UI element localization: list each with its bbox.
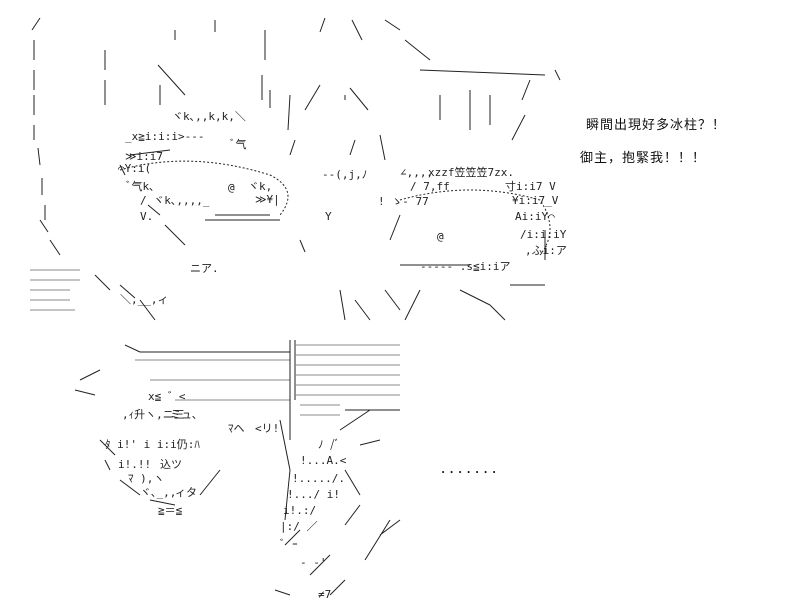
svg-text:<リ!: <リ! xyxy=(255,422,279,435)
svg-text:ヾk,: ヾk, xyxy=(248,180,272,193)
svg-text:ﾉ /ﾞ: ﾉ /ﾞ xyxy=(318,438,340,451)
svg-text:ヾ､_,,: ヾ､_,, xyxy=(140,486,176,499)
svg-text:- -': - -' xyxy=(300,556,327,569)
svg-text:|:/ ／: |:/ ／ xyxy=(280,520,318,533)
svg-text:x≦ ゛<: x≦ ゛< xyxy=(148,390,186,403)
svg-text:ニア.: ニア. xyxy=(190,262,219,275)
svg-text:ﾀ i!' i i:i仍:ﾊ: ﾀ i!' i i:i仍:ﾊ xyxy=(105,438,200,451)
svg-text:/ ヾk､,,,,_: / ヾk､,,,,_ xyxy=(140,194,210,207)
svg-text:! ゝ- 77: ! ゝ- 77 xyxy=(378,195,429,208)
svg-text:V.: V. xyxy=(140,210,153,223)
svg-text:i!.!!: i!.!! xyxy=(118,458,151,471)
svg-text:ミュ､: ミュ､ xyxy=(170,408,198,421)
svg-text:ﾞ气: ﾞ气 xyxy=(230,137,247,151)
svg-text:≫¥|: ≫¥| xyxy=(255,193,280,206)
svg-text:--(,j,ﾉ: --(,j,ﾉ xyxy=(322,168,367,181)
svg-text:ﾏヘ: ﾏヘ xyxy=(228,422,245,435)
svg-text:i!.:/: i!.:/ xyxy=(283,504,316,517)
svg-text:,ｨ升ヽ,ニ三: ,ｨ升ヽ,ニ三 xyxy=(122,408,185,421)
svg-text:----- .s≦i:iア: ----- .s≦i:iア xyxy=(420,260,510,273)
svg-text:ヾk､,,k,k,＼: ヾk､,,k,k,＼ xyxy=(172,110,246,123)
svg-text:Ai:iY⌒: Ai:iY⌒ xyxy=(515,210,555,223)
svg-text:Y: Y xyxy=(325,210,332,223)
art-snippet-5: ≧＝≦ xyxy=(158,504,183,517)
svg-text:∠,,,,: ∠,,,, xyxy=(400,166,433,179)
svg-text:ﾏ ),ヽ: ﾏ ),ヽ xyxy=(128,472,164,485)
svg-text:ﾞ气k､: ﾞ气k､ xyxy=(126,179,155,193)
ellipsis-dots: ．．．．．．． xyxy=(440,462,507,477)
svg-text:/ 7,ff: / 7,ff xyxy=(410,180,450,193)
caption-line-1: 瞬間出現好多冰柱？！ xyxy=(586,118,727,133)
left-eye-marker: @ xyxy=(228,181,235,194)
svg-text:＼,__,ィ: ＼,__,ィ xyxy=(120,293,169,306)
right-eye-marker: @ xyxy=(437,230,444,243)
svg-text:!...../.: !...../. xyxy=(292,472,345,485)
svg-text:¥i:i7_V: ¥i:i7_V xyxy=(512,194,559,207)
svg-text:!...A.<: !...A.< xyxy=(300,454,347,467)
art-snippet-4: ≠7 xyxy=(318,588,331,601)
svg-text:ﾞ ｰ: ﾞ ｰ xyxy=(280,538,298,551)
svg-text:≫i:i7: ≫i:i7 xyxy=(125,150,163,163)
svg-text:,ふi:ア: ,ふi:ア xyxy=(525,244,567,257)
svg-text:!.../ i!: !.../ i! xyxy=(287,488,340,501)
svg-text:ィタ: ィタ xyxy=(175,486,197,499)
svg-text:⌒Y:i(: ⌒Y:i( xyxy=(118,162,151,175)
caption-line-2: 御主，抱緊我！！！ xyxy=(580,151,707,166)
svg-text:_x≧i:i:i>---: _x≧i:i:i>--- xyxy=(125,130,204,143)
art-snippet-3: 込ツ xyxy=(160,458,182,471)
art-snippet-1: xzzf笠笠笠7zx. xyxy=(428,165,514,179)
svg-text:/i:i:iY: /i:i:iY xyxy=(520,228,567,241)
art-snippet-2: 寸i:i7 V xyxy=(505,179,556,193)
